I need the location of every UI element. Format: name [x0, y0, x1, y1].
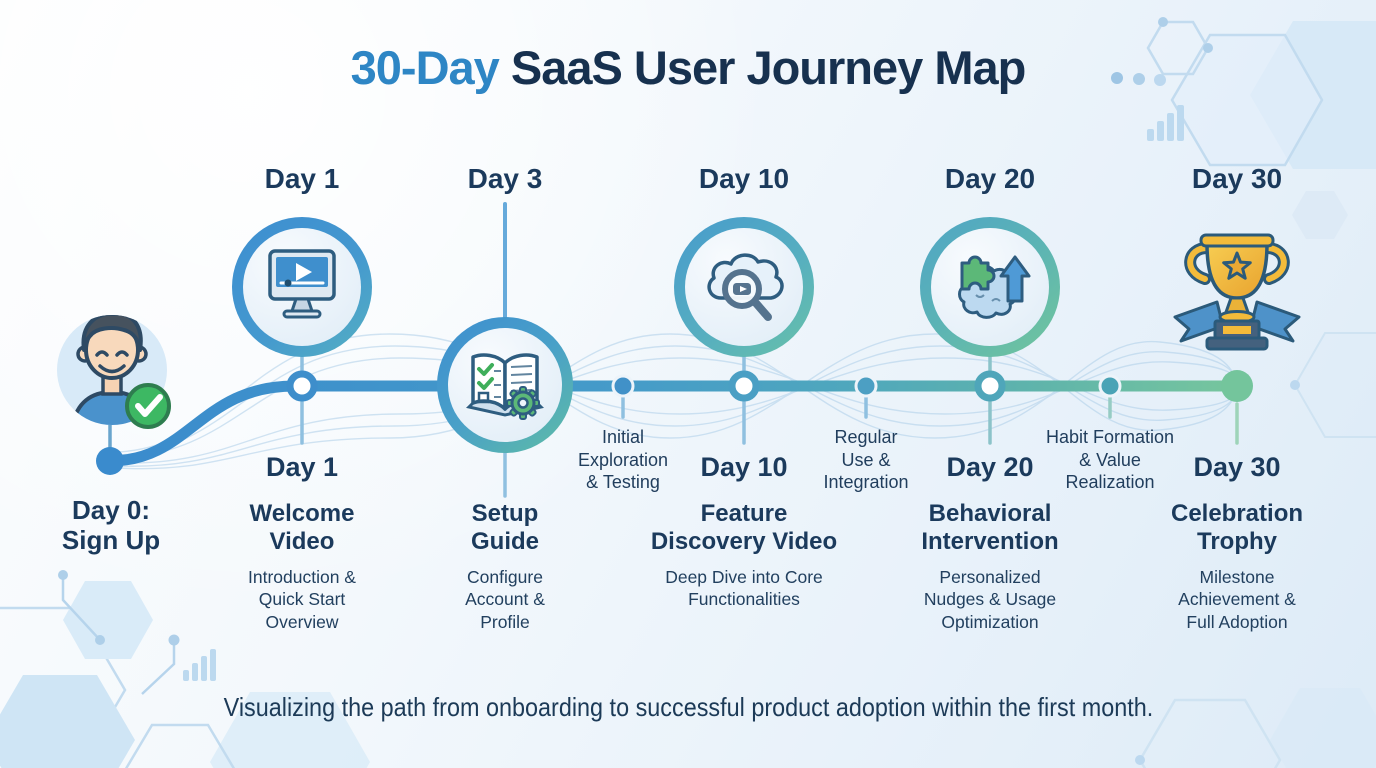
day1-bottom-label: Day 1	[265, 452, 339, 482]
day10-description: Deep Dive into Core Functionalities	[665, 567, 823, 610]
phase-label-habit-formation: Habit Formation & Value Realization	[1045, 427, 1175, 493]
day3-top-label: Day 3	[467, 163, 543, 194]
title-rest: SaaS User Journey Map	[498, 41, 1027, 94]
day3-description: Configure Account & Profile	[465, 567, 545, 632]
milestone-day3-circle	[437, 317, 573, 453]
day30-top-label: Day 30	[1191, 163, 1283, 194]
milestone-day20-circle	[920, 217, 1060, 357]
cloud-search-video-icon	[707, 253, 784, 321]
day10-top-label: Day 10	[698, 163, 790, 194]
day0-label-block: Day 0: Sign Up	[31, 495, 191, 556]
title-highlight: 30-Day	[350, 41, 500, 94]
day30-bottom-label: Day 30	[1193, 452, 1281, 482]
video-monitor-icon	[268, 249, 336, 319]
phase-dot-regular-use	[854, 374, 878, 398]
day1-description: Introduction & Quick Start Overview	[248, 567, 356, 632]
trophy-icon	[1173, 233, 1301, 351]
ellipsis-dots-icon	[1111, 72, 1166, 86]
day3-title: Setup Guide	[470, 500, 539, 556]
timeline-node-day30	[1221, 370, 1253, 402]
caption: Visualizing the path from onboarding to …	[0, 692, 1376, 723]
day10-title: Feature Discovery Video	[650, 500, 838, 556]
magnifier-icon	[722, 269, 772, 321]
hexagon-cluster-bottom-right	[1135, 688, 1376, 768]
signup-check-badge-icon	[125, 383, 171, 429]
user-signup-avatar-icon	[57, 315, 171, 429]
day20-bottom-label: Day 20	[946, 452, 1034, 482]
day1-top-label: Day 1	[264, 163, 340, 194]
milestone-day10-circle	[674, 217, 814, 357]
timeline-node-day20	[974, 370, 1006, 402]
day30-description: Milestone Achievement & Full Adoption	[1178, 567, 1296, 632]
connector-stems	[108, 202, 1239, 498]
day1-title: Welcome Video	[249, 500, 355, 556]
day0-day-label: Day 0:	[71, 495, 151, 525]
bar-chart-icon-top-right	[1147, 105, 1184, 141]
day10-bottom-label: Day 10	[700, 452, 788, 482]
timeline-node-day10	[728, 370, 760, 402]
timeline-node-day1	[286, 370, 318, 402]
bar-chart-icon-bottom-left	[183, 649, 216, 681]
day20-top-label: Day 20	[944, 163, 1036, 194]
phase-dot-exploration	[611, 374, 635, 398]
puzzle-brain-arrow-icon	[958, 255, 1031, 319]
day20-description: Personalized Nudges & Usage Optimization	[923, 567, 1057, 632]
day20-title: Behavioral Intervention	[921, 500, 1059, 556]
hexagon-cluster-top-right	[1146, 17, 1376, 438]
hexagon-cluster-bottom-left	[0, 570, 370, 768]
phase-dot-habit	[1098, 374, 1122, 398]
milestone-day0-avatar	[52, 300, 172, 435]
phase-label-exploration: Initial Exploration & Testing	[577, 427, 669, 493]
page-title: 30-Day SaaS User Journey Map	[0, 40, 1376, 95]
day0-title: Sign Up	[61, 524, 161, 555]
day30-title: Celebration Trophy	[1170, 500, 1304, 556]
milestone-day1-circle	[232, 217, 372, 357]
milestone-day30-trophy	[1167, 222, 1307, 377]
gear-icon	[506, 386, 540, 420]
timeline-node-day0	[96, 447, 124, 475]
caption-text: Visualizing the path from onboarding to …	[223, 692, 1153, 722]
timeline-path	[104, 380, 1243, 467]
phase-label-regular-use: Regular Use & Integration	[823, 427, 909, 493]
setup-book-gear-icon	[466, 353, 544, 420]
